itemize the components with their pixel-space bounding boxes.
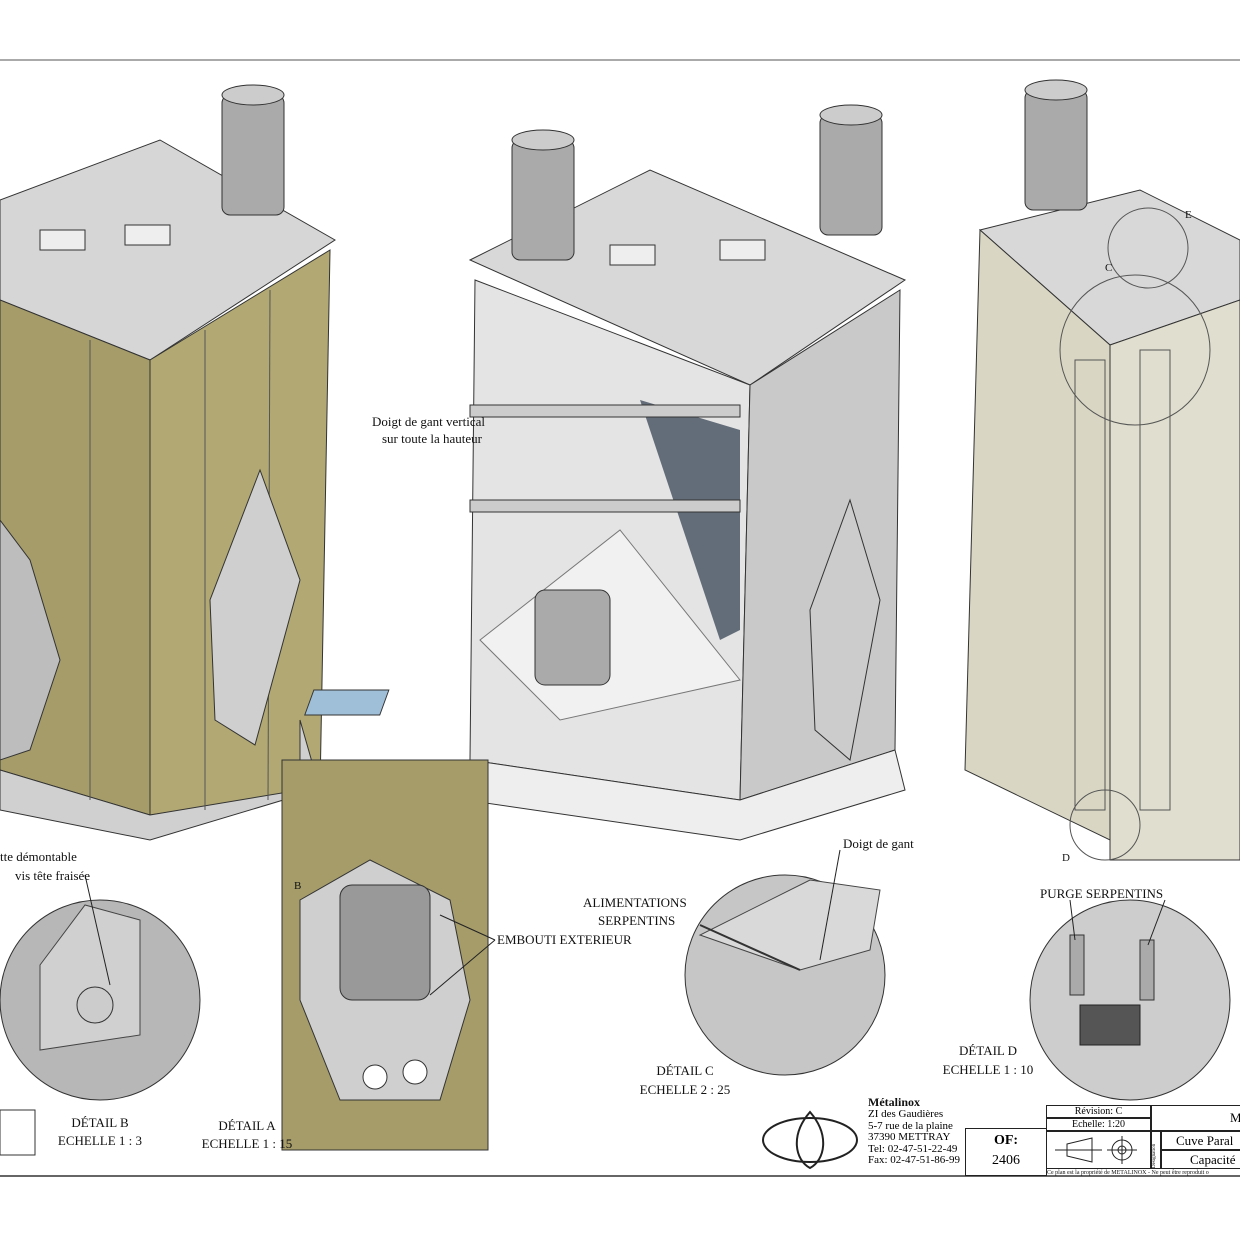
scale: Echelle: 1:20 (1046, 1118, 1151, 1131)
detail-d-title: DÉTAIL D (958, 1043, 1018, 1058)
marker-c: C (1105, 262, 1113, 274)
annotation-alimentations: ALIMENTATIONS (583, 895, 687, 910)
annotation-serpentins: SERPENTINS (598, 913, 676, 928)
detail-d-scale: ECHELLE 1 : 10 (942, 1062, 1034, 1077)
annotation-purge: PURGE SERPENTINS (1040, 886, 1164, 901)
detail-d-circle (1029, 899, 1231, 1101)
tank-right-coil-view (964, 79, 1240, 861)
tank-middle-cutaway-view (304, 104, 907, 841)
metalinox-logo (762, 1110, 858, 1170)
annotation-thermowell-vertical: Doigt de gant vertical (372, 414, 485, 429)
annotation-embouti: EMBOUTI EXTERIEUR (497, 932, 632, 947)
marker-d: D (1062, 852, 1070, 864)
address-line: 37390 METTRAY (868, 1131, 951, 1143)
annotation-thermowell: Doigt de gant (843, 836, 914, 851)
of-label: OF: (993, 1133, 1019, 1148)
ownership-notice: Ce plan est la propriété de METALINOX - … (1047, 1170, 1209, 1176)
of-box: OF: 2406 (965, 1128, 1047, 1176)
detail-c-title: DÉTAIL C (656, 1063, 714, 1078)
phone: Tel: 02-47-51-22-49 (868, 1142, 958, 1155)
annotation-countersunk-screw: vis tête fraisée (15, 868, 91, 883)
annotation-removable: tte démontable (0, 849, 77, 864)
address-line: ZI des Gaudières (868, 1108, 944, 1120)
fax: Fax: 02-47-51-86-99 (868, 1154, 960, 1166)
designation-label: Désignation (1151, 1131, 1161, 1169)
address-line: 5-7 rue de la plaine (868, 1119, 953, 1132)
of-number: 2406 (992, 1153, 1020, 1168)
company-address: ZI des Gaudières 5-7 rue de la plaine 37… (868, 1108, 960, 1167)
detail-b-title: DÉTAIL B (71, 1115, 129, 1130)
capacity: Capacité (1161, 1150, 1240, 1169)
detail-b-circle (0, 874, 201, 1156)
detail-c-scale: ECHELLE 2 : 25 (639, 1082, 731, 1097)
detail-c-circle (684, 849, 886, 1076)
company-name: Métalinox (868, 1095, 920, 1109)
revision: Révision: C (1046, 1105, 1151, 1118)
title-header: M (1151, 1105, 1240, 1131)
third-angle-projection-icon (1055, 1136, 1137, 1164)
detail-a-scale: ECHELLE 1 : 15 (201, 1136, 293, 1151)
detail-a-title: DÉTAIL A (218, 1118, 276, 1133)
detail-b-scale: ECHELLE 1 : 3 (57, 1133, 143, 1148)
marker-b: B (294, 880, 302, 892)
annotation-thermowell-height: sur toute la hauteur (382, 431, 482, 446)
tank-left-clad-view (0, 84, 336, 841)
detail-a-view (281, 759, 489, 1151)
projection-symbol (1046, 1131, 1151, 1169)
marker-e: E (1185, 209, 1192, 221)
designation: Cuve Paral (1161, 1131, 1240, 1150)
